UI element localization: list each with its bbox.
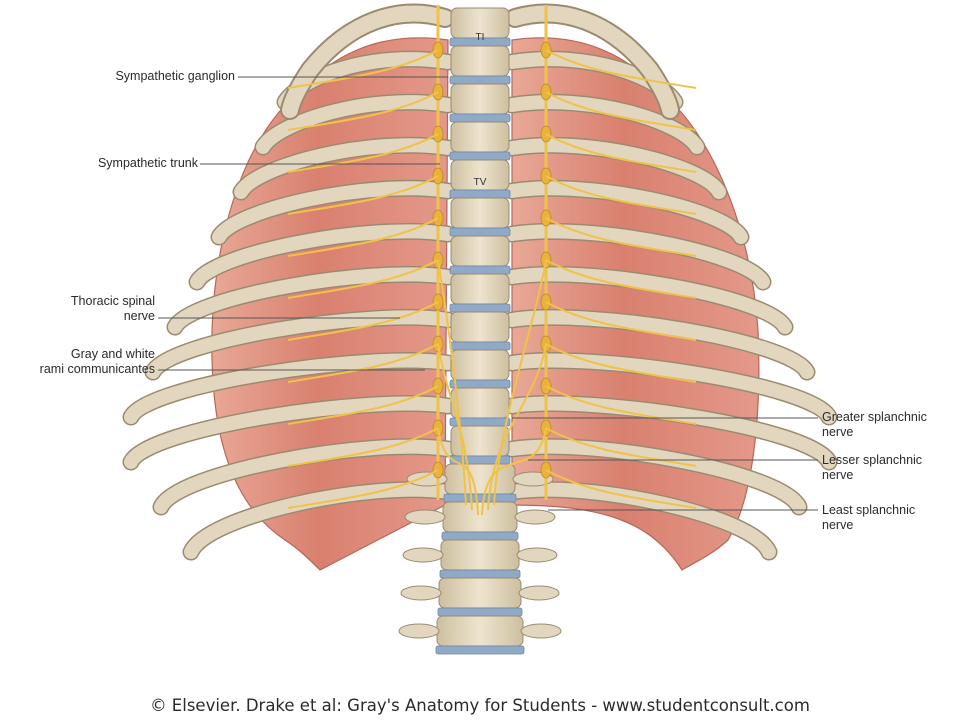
right-thoracic-spinal-nerve [545, 343, 697, 383]
right-rib-highlight [505, 181, 748, 244]
vertebral-body [450, 121, 510, 153]
vertebral-body [450, 349, 510, 381]
right-rib-highlight [505, 138, 726, 199]
right-splanchnic-nerve [487, 343, 547, 511]
left-rib-highlight [234, 138, 455, 199]
intervertebral-disc [449, 303, 511, 313]
left-rib-highlight [190, 224, 455, 289]
intervertebral-disc [449, 151, 511, 161]
label-sympathetic-trunk: Sympathetic trunk [97, 156, 198, 170]
intervertebral-disc [435, 645, 525, 655]
vertebral-body [444, 463, 516, 495]
label-greater-splanchnic-nerve: Greater splanchnic nerve [822, 410, 927, 439]
right-rib-highlight [505, 95, 704, 154]
transverse-process [516, 547, 558, 563]
right-splanchnic-nerve [493, 259, 547, 506]
intervertebral-disc [437, 607, 523, 617]
intervertebral-disc [449, 379, 511, 389]
vertebral-body [450, 45, 510, 77]
transverse-process [518, 585, 560, 601]
right-thoracic-spinal-nerve [545, 469, 697, 509]
vertebral-body [442, 501, 518, 533]
right-thoracic-spinal-nerve [545, 259, 697, 299]
intervertebral-disc [449, 75, 511, 85]
intervertebral-disc [443, 493, 517, 503]
vertebra-level-label: TI [476, 32, 485, 43]
right-thoracic-spinal-nerve [545, 133, 697, 173]
left-thoracic-spinal-nerve [287, 91, 439, 131]
label-least-splanchnic-nerve: Least splanchnic nerve [822, 503, 916, 532]
transverse-process [398, 623, 440, 639]
left-rib-highlight [184, 482, 455, 559]
transverse-process [514, 509, 556, 525]
transverse-process [402, 547, 444, 563]
left-thoracic-spinal-nerve [287, 385, 439, 425]
right-splanchnic-nerve [481, 427, 547, 516]
vertebral-body [450, 83, 510, 115]
left-thoracic-spinal-nerve [287, 259, 439, 299]
right-first-rib-highlight [507, 5, 678, 118]
left-rib-highlight [154, 439, 455, 514]
left-rib-highlight [168, 267, 455, 334]
left-thoracic-spinal-nerve [287, 133, 439, 173]
label-lesser-splanchnic-nerve: Lesser splanchnic nerve [822, 453, 923, 482]
left-rib-highlight [212, 181, 455, 244]
vertebral-body [438, 577, 522, 609]
left-thoracic-spinal-nerve [287, 469, 439, 509]
transverse-process [404, 509, 446, 525]
intervertebral-disc [439, 569, 521, 579]
label-thoracic-spinal-nerve: Thoracic spinal nerve [70, 294, 155, 323]
vertebral-body [440, 539, 520, 571]
vertebral-body [436, 615, 524, 647]
right-thoracic-spinal-nerve [545, 427, 697, 467]
intervertebral-disc [441, 531, 519, 541]
intervertebral-disc [449, 113, 511, 123]
left-rib-highlight [256, 95, 455, 154]
vertebral-body [450, 235, 510, 267]
left-thoracic-spinal-nerve [287, 301, 439, 341]
left-rib-highlight [124, 353, 455, 424]
right-rib-highlight [505, 310, 814, 379]
right-thoracic-spinal-nerve [545, 91, 697, 131]
left-thoracic-spinal-nerve [287, 427, 439, 467]
right-thoracic-spinal-nerve [545, 301, 697, 341]
left-rib-highlight [146, 310, 455, 379]
vertebral-body [450, 311, 510, 343]
copyright-caption: © Elsevier. Drake et al: Gray's Anatomy … [150, 696, 810, 715]
right-rib-highlight [505, 396, 836, 469]
transverse-process [400, 585, 442, 601]
intervertebral-disc [449, 189, 511, 199]
intervertebral-disc [449, 265, 511, 275]
left-splanchnic-nerve [437, 343, 473, 511]
transverse-process [520, 623, 562, 639]
vertebral-body [450, 197, 510, 229]
vertebra-level-label: TV [474, 177, 487, 188]
left-thoracic-spinal-nerve [287, 343, 439, 383]
label-gray-white-rami: Gray and white rami communicantes [39, 347, 155, 376]
left-thoracic-spinal-nerve [287, 49, 439, 89]
vertebral-body [450, 387, 510, 419]
left-thoracic-spinal-nerve [287, 217, 439, 257]
left-splanchnic-nerve [437, 259, 467, 506]
left-rib-highlight [124, 396, 455, 469]
label-sympathetic-ganglion: Sympathetic ganglion [115, 69, 235, 83]
left-thoracic-spinal-nerve [287, 175, 439, 215]
intervertebral-disc [449, 227, 511, 237]
intervertebral-disc [449, 341, 511, 351]
right-thoracic-spinal-nerve [545, 217, 697, 257]
left-first-rib-highlight [282, 5, 453, 118]
right-thoracic-spinal-nerve [545, 175, 697, 215]
vertebral-body [450, 273, 510, 305]
right-rib-highlight [505, 353, 836, 424]
left-splanchnic-nerve [437, 427, 479, 516]
right-thoracic-spinal-nerve [545, 49, 697, 89]
right-thoracic-spinal-nerve [545, 385, 697, 425]
